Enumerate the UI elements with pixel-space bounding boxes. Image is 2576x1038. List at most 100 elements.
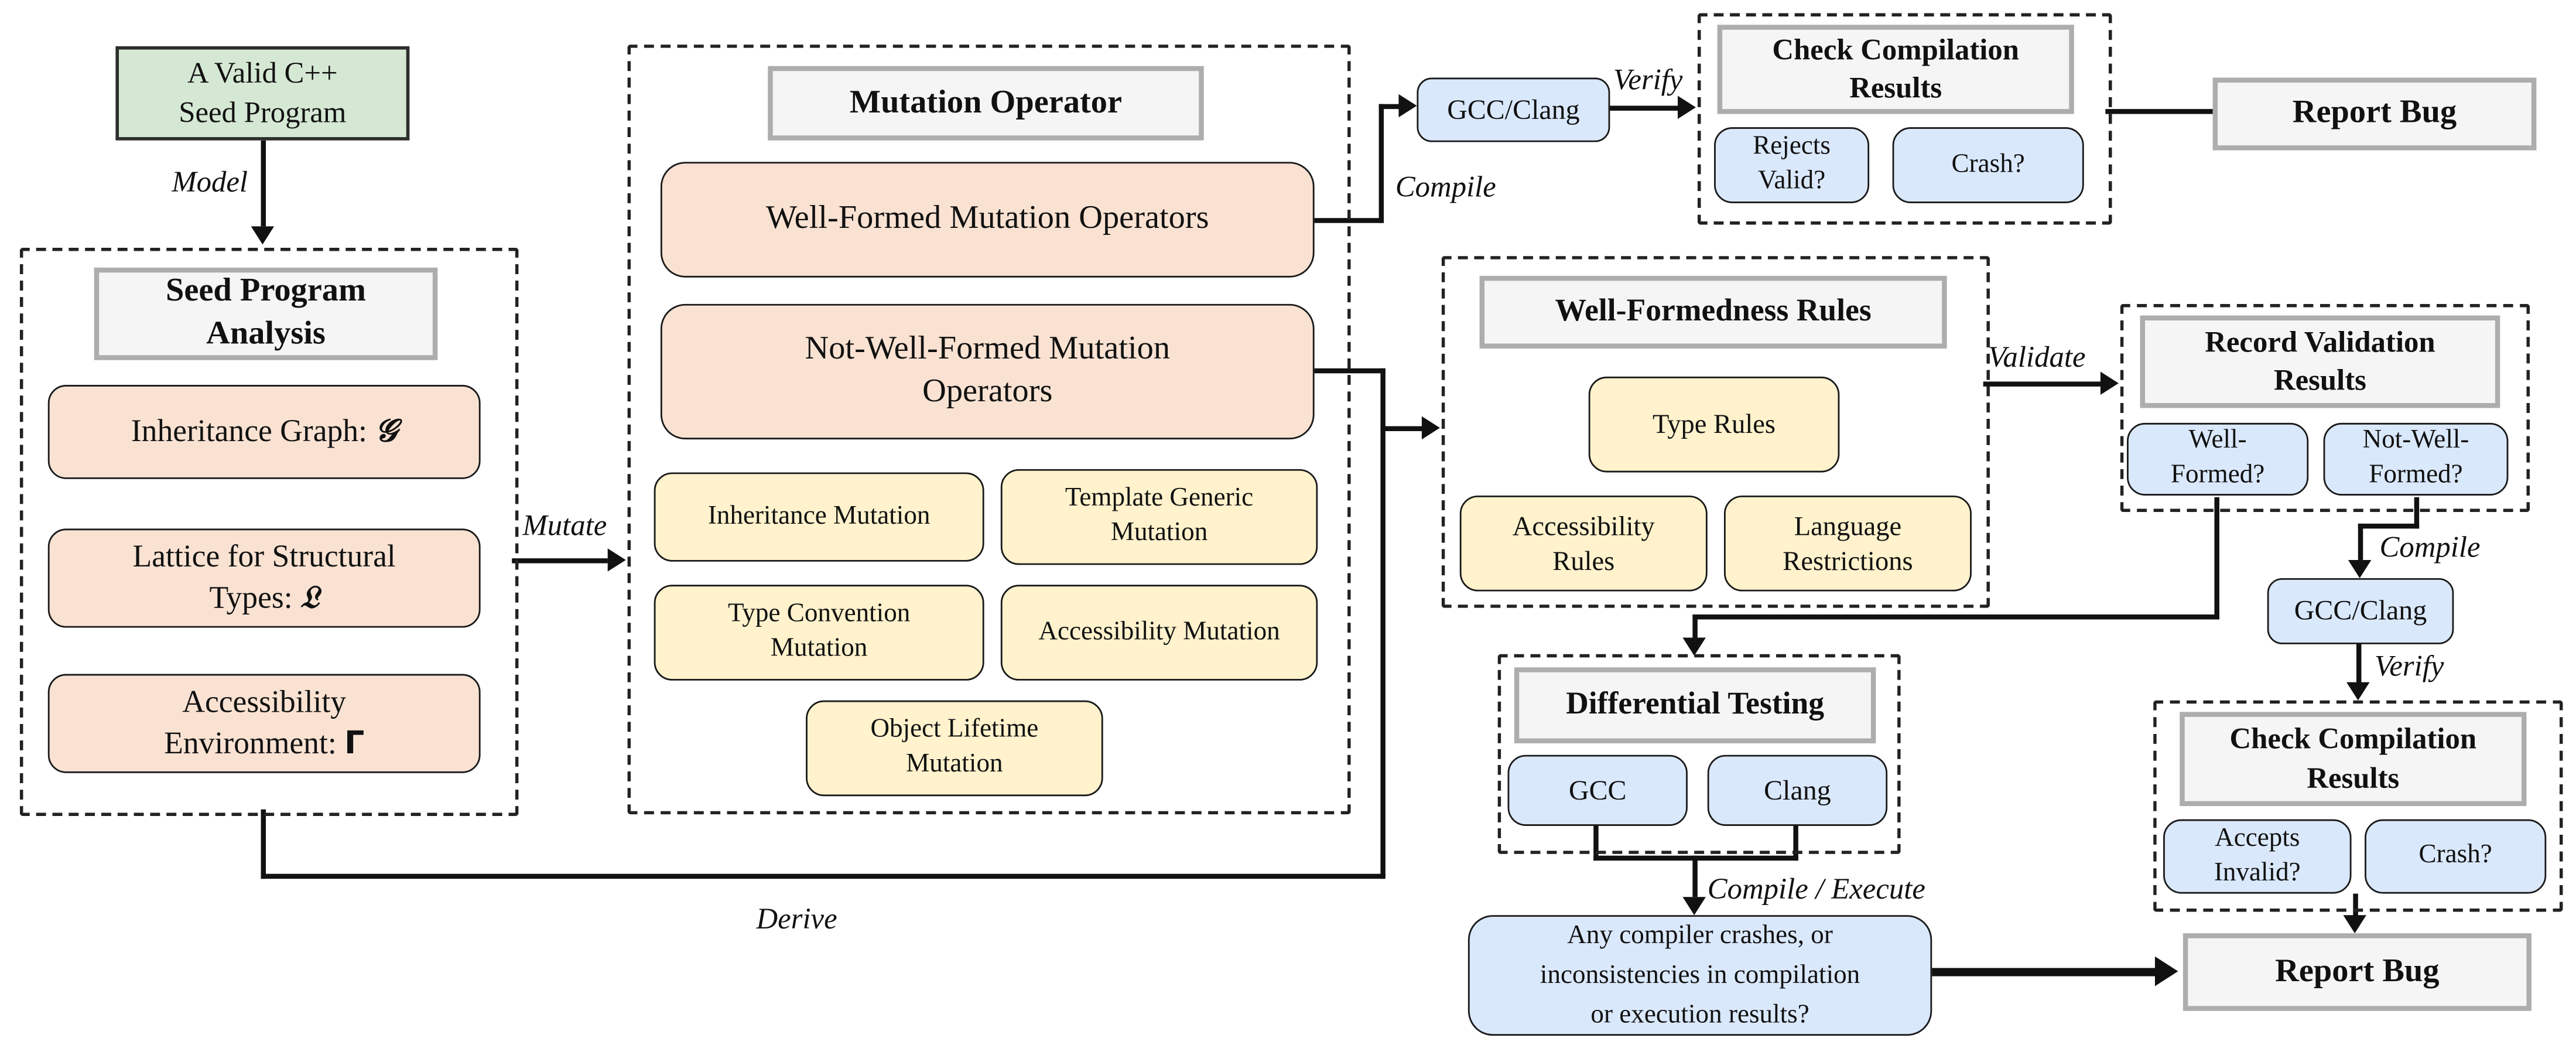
type-rules-node: Type Rules bbox=[1588, 376, 1840, 473]
edge-dt-merge-seg2 bbox=[1793, 825, 1798, 861]
gcc-clang-top-label: GCC/Clang bbox=[1447, 94, 1580, 125]
report-bug-top-label: Report Bug bbox=[2292, 94, 2457, 131]
well-formed-operators-node: Well-Formed Mutation Operators bbox=[660, 162, 1315, 278]
accessibility-rules-node: Accessibility Rules bbox=[1459, 495, 1708, 592]
edge-wfq-dt-seg2 bbox=[1692, 614, 2219, 620]
not-well-formed-question-node: Not-Well- Formed? bbox=[2323, 422, 2509, 496]
edge-mutate-arrowhead bbox=[607, 548, 626, 572]
edge-label-verify-right: Verify bbox=[2375, 649, 2444, 682]
edge-dt-merge-arrowhead bbox=[1682, 897, 1706, 916]
not-well-formed-question-label: Not-Well- Formed? bbox=[2362, 426, 2469, 489]
crash-bottom-node: Crash? bbox=[2365, 819, 2547, 894]
check-compilation-results-bottom-group bbox=[2153, 700, 2563, 912]
edge-any-report-arrowhead bbox=[2154, 956, 2178, 986]
check-compilation-results-top-title: Check Compilation Results bbox=[1772, 32, 2020, 104]
gcc-clang-right-label: GCC/Clang bbox=[2294, 595, 2427, 627]
edge-model-line bbox=[261, 140, 266, 227]
edge-nwfq-seg2 bbox=[2358, 523, 2420, 529]
gcc-clang-top-node: GCC/Clang bbox=[1417, 77, 1610, 142]
edge-report-bottom-arrowhead bbox=[2343, 915, 2366, 934]
not-well-formed-operators-node: Not-Well-Formed Mutation Operators bbox=[660, 303, 1315, 440]
accessibility-environment-symbol: Γ bbox=[344, 725, 365, 762]
edge-report-bottom-line bbox=[2353, 893, 2358, 917]
check-compilation-results-top-group bbox=[1697, 13, 2112, 225]
edge-label-verify-top: Verify bbox=[1613, 63, 1683, 96]
inheritance-mutation-node: Inheritance Mutation bbox=[654, 472, 984, 562]
valid-seed-program-label: A Valid C++ Seed Program bbox=[179, 56, 347, 128]
clang-node: Clang bbox=[1707, 754, 1888, 826]
edge-compile-top-seg3 bbox=[1378, 104, 1401, 110]
lattice-structural-types-node: Lattice for Structural Types: 𝔏 bbox=[47, 528, 481, 628]
inheritance-graph-node: Inheritance Graph: 𝒢 bbox=[47, 385, 481, 479]
seed-program-analysis-header: Seed Program Analysis bbox=[94, 267, 438, 360]
well-formed-question-node: Well- Formed? bbox=[2127, 422, 2309, 496]
edge-label-derive: Derive bbox=[756, 902, 837, 935]
any-inconsistency-label: Any compiler crashes, or inconsistencies… bbox=[1540, 921, 1860, 1029]
accessibility-environment-node: Accessibility Environment: Γ bbox=[47, 674, 481, 773]
gcc-clang-right-node: GCC/Clang bbox=[2267, 578, 2454, 644]
edge-compile-top-seg2 bbox=[1378, 104, 1384, 223]
language-restrictions-label: Language Restrictions bbox=[1783, 510, 1913, 577]
edge-verify-right-line bbox=[2356, 642, 2362, 684]
edge-wfq-dt-seg1 bbox=[2214, 497, 2219, 620]
report-bug-bottom-node: Report Bug bbox=[2182, 933, 2531, 1011]
mutation-operator-title: Mutation Operator bbox=[849, 83, 1123, 121]
accepts-invalid-label: Accepts Invalid? bbox=[2214, 824, 2301, 886]
edge-dt-merge-seg4 bbox=[1692, 855, 1698, 897]
accessibility-rules-label: Accessibility Rules bbox=[1512, 510, 1655, 577]
accepts-invalid-node: Accepts Invalid? bbox=[2163, 819, 2352, 894]
inheritance-graph-symbol: 𝒢 bbox=[375, 412, 398, 449]
mutation-operator-group bbox=[627, 45, 1351, 815]
report-bug-top-node: Report Bug bbox=[2212, 77, 2537, 151]
lattice-structural-types-label: Lattice for Structural Types: bbox=[132, 540, 396, 616]
not-well-formed-operators-label: Not-Well-Formed Mutation Operators bbox=[805, 331, 1171, 410]
edge-label-compile-right: Compile bbox=[2379, 530, 2481, 564]
accessibility-environment-label: Accessibility Environment: bbox=[164, 685, 347, 762]
edge-wfq-dt-seg3 bbox=[1692, 614, 1698, 638]
edge-dt-merge-seg1 bbox=[1593, 825, 1599, 861]
edge-wfq-dt-arrowhead bbox=[1682, 637, 1706, 656]
edge-report-top-line bbox=[2105, 109, 2226, 114]
edge-compile-top-arrowhead bbox=[1398, 94, 1417, 118]
object-lifetime-mutation-node: Object Lifetime Mutation bbox=[806, 700, 1103, 797]
accessibility-mutation-label: Accessibility Mutation bbox=[1038, 617, 1280, 646]
record-validation-results-title: Record Validation Results bbox=[2205, 325, 2435, 397]
type-convention-mutation-node: Type Convention Mutation bbox=[654, 585, 984, 681]
edge-verify-top-line bbox=[1610, 105, 1679, 111]
check-compilation-results-top-header: Check Compilation Results bbox=[1717, 25, 2074, 114]
seed-program-analysis-title: Seed Program Analysis bbox=[166, 273, 367, 352]
type-convention-mutation-label: Type Convention Mutation bbox=[727, 600, 911, 663]
lattice-structural-types-symbol: 𝔏 bbox=[300, 579, 319, 616]
gcc-label: GCC bbox=[1568, 774, 1627, 806]
edge-validate-line bbox=[1983, 381, 2102, 387]
well-formedness-rules-header: Well-Formedness Rules bbox=[1479, 275, 1947, 349]
edge-any-report-line bbox=[1932, 968, 2157, 976]
inheritance-mutation-label: Inheritance Mutation bbox=[707, 501, 930, 530]
edge-label-model: Model bbox=[172, 165, 248, 199]
rejects-valid-label: Rejects Valid? bbox=[1753, 132, 1831, 195]
language-restrictions-node: Language Restrictions bbox=[1723, 495, 1972, 592]
mutation-operator-header: Mutation Operator bbox=[768, 66, 1204, 141]
accessibility-mutation-node: Accessibility Mutation bbox=[1000, 585, 1318, 681]
edge-mutate-line bbox=[512, 558, 608, 564]
well-formedness-rules-title: Well-Formedness Rules bbox=[1555, 295, 1872, 330]
edge-nwfq-arrowhead bbox=[2348, 559, 2372, 578]
rejects-valid-node: Rejects Valid? bbox=[1714, 127, 1870, 203]
differential-testing-header: Differential Testing bbox=[1514, 667, 1876, 743]
crash-bottom-label: Crash? bbox=[2418, 841, 2492, 869]
gcc-node: GCC bbox=[1507, 754, 1688, 826]
edge-label-compile-execute: Compile / Execute bbox=[1707, 872, 1925, 906]
edge-wfr-in-arrowhead bbox=[1421, 416, 1440, 440]
edge-label-mutate: Mutate bbox=[522, 508, 607, 542]
differential-testing-group bbox=[1497, 654, 1901, 854]
type-rules-label: Type Rules bbox=[1653, 408, 1776, 440]
valid-seed-program-node: A Valid C++ Seed Program bbox=[115, 46, 410, 141]
crash-top-label: Crash? bbox=[1951, 149, 2025, 178]
well-formed-question-label: Well- Formed? bbox=[2170, 426, 2265, 489]
record-validation-results-header: Record Validation Results bbox=[2140, 315, 2500, 408]
check-compilation-results-bottom-header: Check Compilation Results bbox=[2180, 712, 2527, 807]
check-compilation-results-bottom-title: Check Compilation Results bbox=[2229, 722, 2477, 794]
edge-nwfq-seg1 bbox=[2414, 497, 2420, 529]
edge-nwf-ops-seg2 bbox=[1380, 368, 1386, 879]
